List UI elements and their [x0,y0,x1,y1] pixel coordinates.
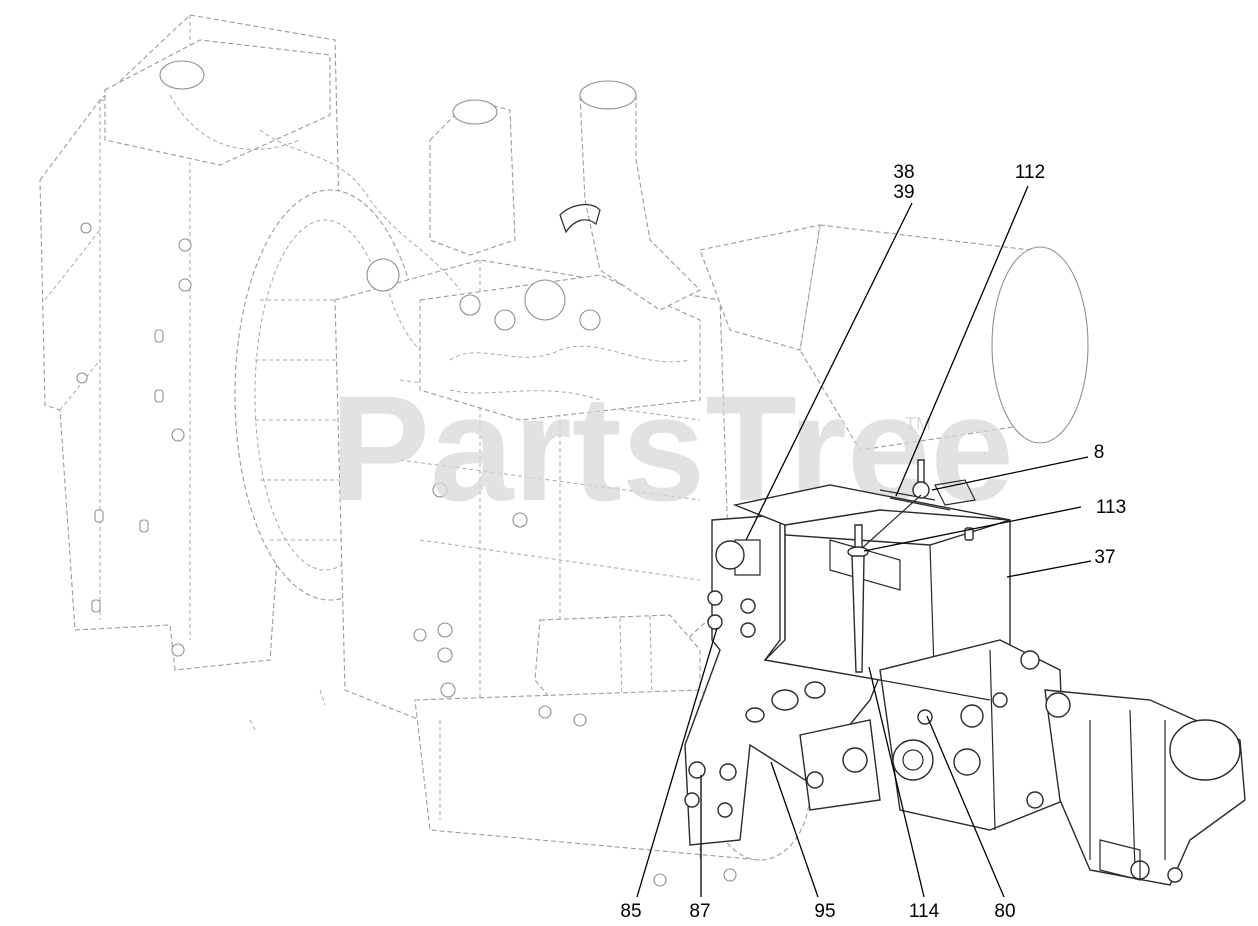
block-bolts [413,482,737,887]
leader-38-39 [745,202,913,541]
callout-95[interactable]: 95 [814,901,835,922]
bracket-bolt [740,598,756,614]
callout-114[interactable]: 114 [909,901,940,922]
callout-37[interactable]: 37 [1094,547,1115,568]
leader-95 [770,761,819,898]
radiator-cap [159,60,205,90]
oil-filler-cap [524,279,566,321]
callout-87[interactable]: 87 [689,901,710,922]
bracket-bolt [707,614,723,630]
radiator-bolts [76,222,192,657]
leader-lines [636,185,1092,898]
hose-clamp [559,203,601,234]
hydraulic-tank [732,484,1011,701]
dipstick-tube [851,555,865,673]
hydraulic-pump [799,639,1066,831]
leader-37 [1006,560,1092,578]
callout-85[interactable]: 85 [620,901,641,922]
leader-113 [863,506,1082,552]
engine-assembly [39,14,1089,887]
throttle-knob [715,540,745,570]
callout-80[interactable]: 80 [994,901,1015,922]
intake-elbow [579,94,701,311]
bracket-bolt [740,622,756,638]
valve-cover [419,274,701,421]
leader-114 [868,666,925,898]
bracket-bolt [717,802,733,818]
callout-39[interactable]: 39 [893,182,914,203]
bracket-bolt [719,763,737,781]
bracket-bolt [684,792,700,808]
leader-8 [931,456,1089,491]
drive-motor [1026,689,1246,886]
leader-112 [895,185,1029,497]
leader-85 [636,627,718,898]
callout-labels: 38 39 112 8 113 37 85 87 95 114 80 [620,162,1126,922]
callout-113[interactable]: 113 [1096,497,1126,518]
bracket-bolt [688,761,706,779]
callout-38[interactable]: 38 [893,162,914,183]
air-cleaner-cap [991,246,1089,444]
leader-80 [926,715,1005,898]
callout-112[interactable]: 112 [1015,162,1045,183]
callout-8[interactable]: 8 [1094,442,1105,463]
engine-base [414,689,761,861]
bracket-bolt [707,590,723,606]
fill-tube-assembly [847,459,976,673]
pump-mounting-bracket [684,514,881,846]
